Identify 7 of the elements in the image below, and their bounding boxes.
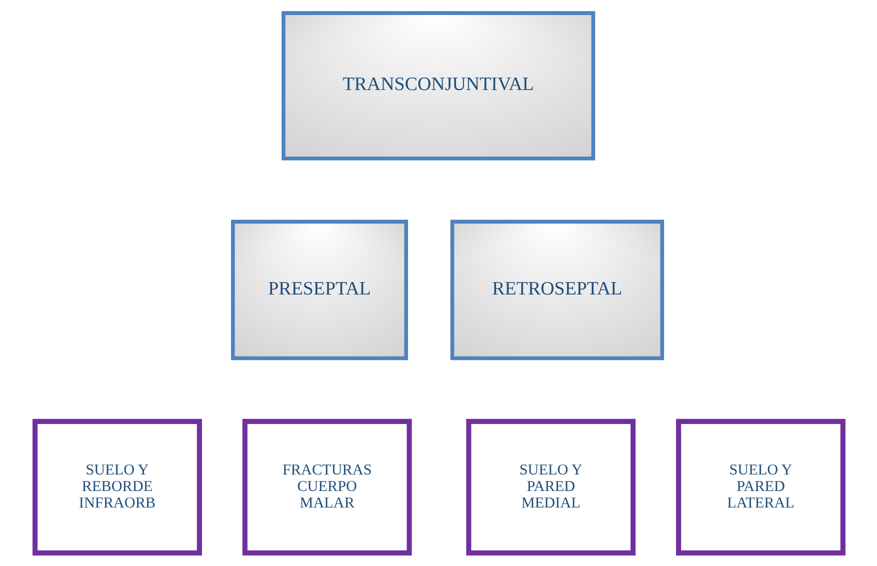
node-box: SUELO Y REBORDE INFRAORB — [32, 418, 202, 556]
node-box: FRACTURAS CUERPO MALAR — [242, 418, 412, 556]
node-box: PRESEPTAL — [230, 220, 408, 360]
node-box: RETROSEPTAL — [450, 220, 664, 360]
node-box: SUELO Y PARED LATERAL — [676, 418, 845, 556]
node-box: SUELO Y PARED MEDIAL — [466, 418, 636, 556]
node-box: TRANSCONJUNTIVAL — [281, 11, 595, 160]
